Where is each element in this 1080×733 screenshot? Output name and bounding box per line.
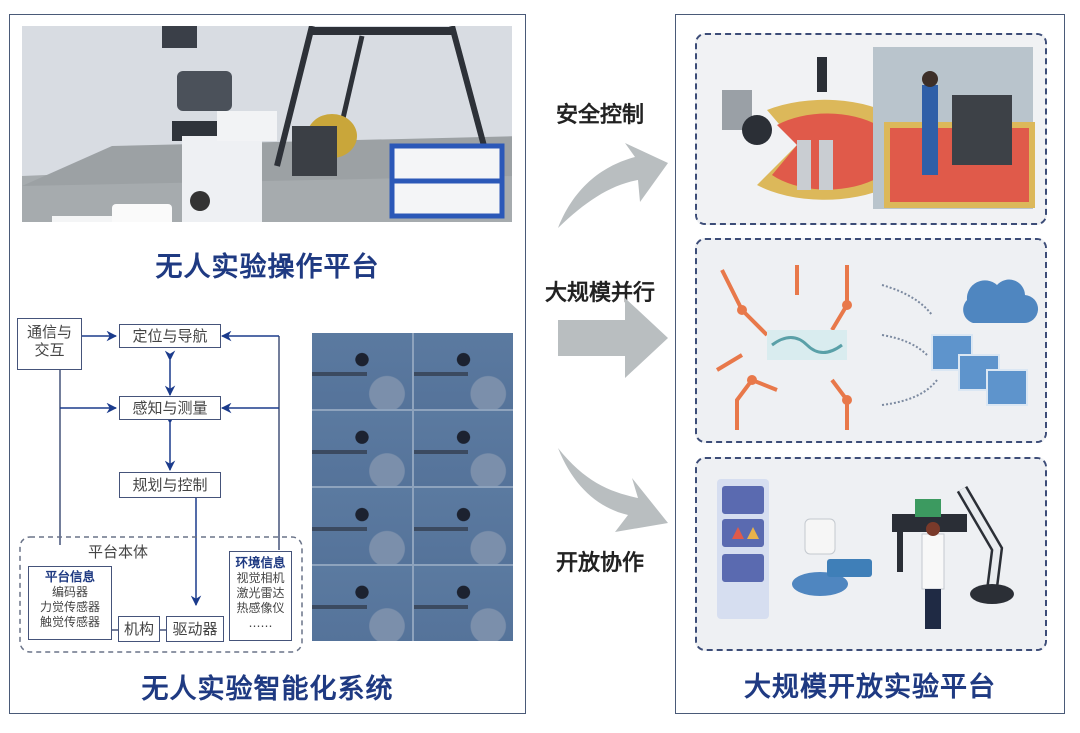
system-diagram xyxy=(19,330,303,653)
plan-box: 规划与控制 xyxy=(119,472,221,498)
open-collaboration-card xyxy=(695,457,1047,651)
experiment-frames-grid xyxy=(312,333,513,641)
comm-line-1: 通信与 xyxy=(26,323,72,341)
platform-body-outline xyxy=(19,536,303,653)
lab-photo-illustration xyxy=(22,26,512,222)
frame-4 xyxy=(413,410,513,486)
nav-box: 定位与导航 xyxy=(119,324,221,348)
env-info-title: 环境信息 xyxy=(235,555,286,570)
comm-line-2: 交互 xyxy=(34,341,65,359)
env-info-item: 激光雷达 xyxy=(236,585,285,600)
label-open-collaboration: 开放协作 xyxy=(555,551,644,576)
parallel-robots-card xyxy=(695,238,1047,443)
system-title: 无人实验智能化系统 xyxy=(141,674,394,705)
open-collaboration-illustration xyxy=(697,459,1045,649)
env-info-item: 热感像仪 xyxy=(236,600,285,615)
safety-control-card xyxy=(695,33,1047,225)
platform-info-box: 平台信息 编码器 力觉传感器 触觉传感器 xyxy=(28,566,112,640)
frame-3 xyxy=(312,410,412,486)
frame-6 xyxy=(413,488,513,564)
label-large-scale-parallel: 大规模并行 xyxy=(544,281,655,306)
frame-7 xyxy=(312,565,412,641)
platform-info-item: 编码器 xyxy=(51,584,88,599)
driver-box: 驱动器 xyxy=(166,616,224,642)
curved-arrow-up-icon xyxy=(558,143,668,228)
frame-5 xyxy=(312,488,412,564)
curved-arrow-down-icon xyxy=(558,448,668,532)
platform-info-title: 平台信息 xyxy=(44,569,95,584)
flow-arrows xyxy=(558,143,668,532)
mechanism-box: 机构 xyxy=(118,616,160,642)
frame-1 xyxy=(312,333,412,409)
platform-info-item: 力觉传感器 xyxy=(39,599,100,614)
platform-body-label: 平台本体 xyxy=(88,543,149,561)
frame-2 xyxy=(413,333,513,409)
open-platform-title: 大规模开放实验平台 xyxy=(744,672,996,703)
label-safety-control: 安全控制 xyxy=(555,103,644,128)
platform-info-item: 触觉传感器 xyxy=(39,614,100,629)
parallel-robots-illustration xyxy=(697,240,1045,441)
safety-control-illustration xyxy=(697,35,1045,223)
frame-8 xyxy=(413,565,513,641)
env-info-box: 环境信息 视觉相机 激光雷达 热感像仪 …… xyxy=(229,551,292,641)
lab-instruments-photo xyxy=(22,26,512,222)
comm-box: 通信与 交互 xyxy=(17,318,82,370)
sense-box: 感知与测量 xyxy=(119,396,221,420)
straight-arrow-right-icon xyxy=(558,298,668,378)
platform-title: 无人实验操作平台 xyxy=(155,252,380,283)
env-info-item: …… xyxy=(248,615,273,630)
env-info-item: 视觉相机 xyxy=(236,570,285,585)
